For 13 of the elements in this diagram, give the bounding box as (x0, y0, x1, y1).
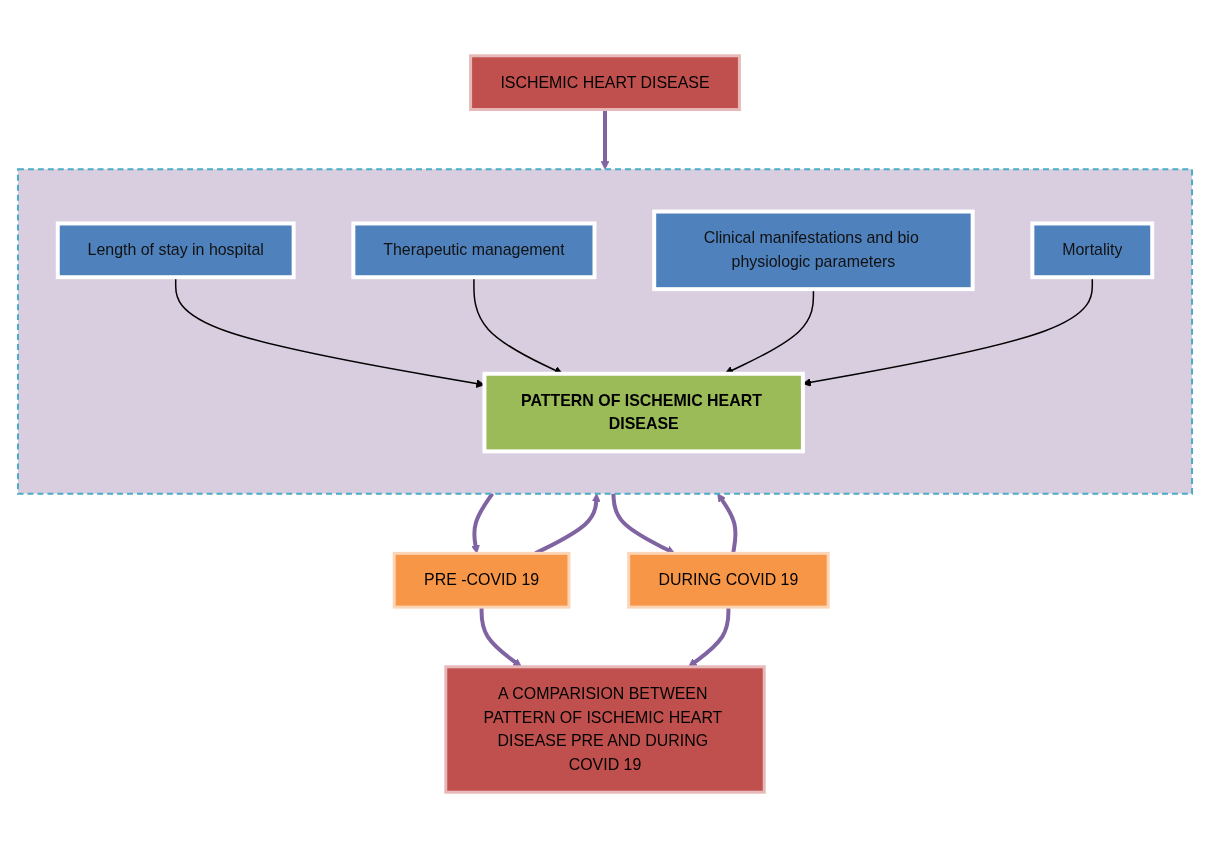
arrow (479, 606, 522, 667)
node-box: Clinical manifestations and bio physiologic parameters (652, 209, 975, 291)
node-box: Length of stay in hospital (55, 221, 296, 279)
node-box: Mortality (1030, 221, 1155, 279)
node-box: ISCHEMIC HEART DISEASE (469, 53, 741, 111)
node-box: Therapeutic management (351, 221, 597, 279)
node-box: A COMPARISION BETWEEN PATTERN OF ISCHEMIC HEART DISEASE PRE AND DURING COVID 19 (444, 664, 766, 794)
node-box: PATTERN OF ISCHEMIC HEART DISEASE (482, 371, 805, 453)
arrow (600, 109, 610, 170)
arrow (688, 606, 731, 667)
node-box: DURING COVID 19 (627, 551, 830, 609)
cluster (16, 167, 1194, 495)
node-box: PRE -COVID 19 (392, 551, 571, 609)
